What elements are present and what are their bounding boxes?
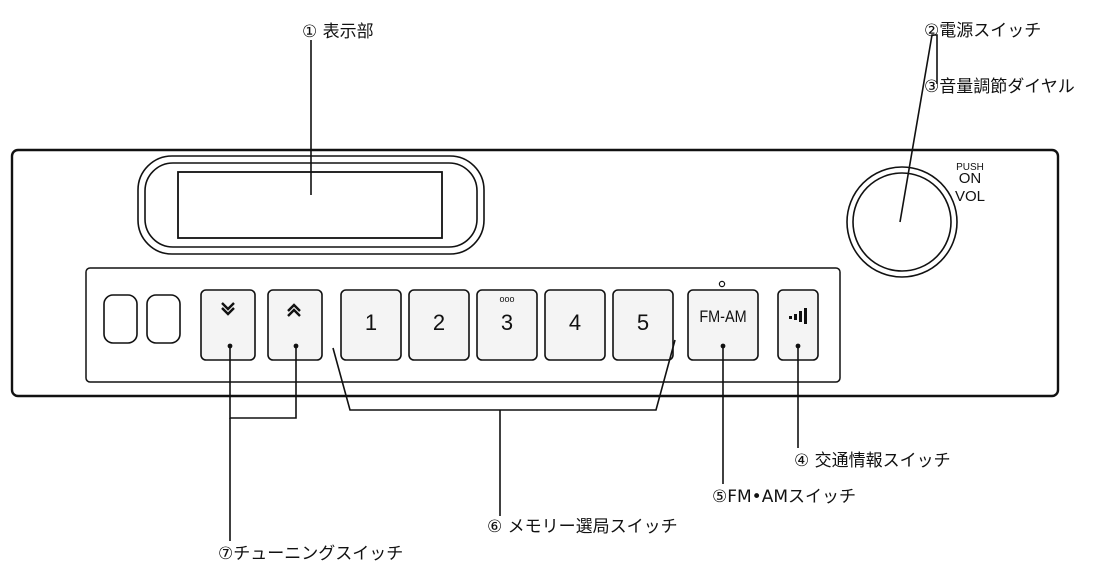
display-window (137, 155, 485, 255)
memory-bracket (332, 339, 676, 411)
preset-button-label: 3 (501, 310, 513, 335)
label-traffic-switch: ④ 交通情報スイッチ (794, 451, 951, 471)
preset-3-mark: ooo (499, 294, 514, 304)
knob-push-text: PUSH (956, 162, 984, 173)
blank-button-2[interactable] (146, 294, 181, 344)
chevron-down-icon-2 (221, 302, 235, 311)
fmam-button-label: FM-AM (699, 308, 746, 326)
label-tuning-switch: ⑦チューニングスイッチ (218, 544, 403, 564)
label-power-switch: ②電源スイッチ (924, 21, 1041, 41)
label-volume-dial: ③音量調節ダイヤル (924, 77, 1075, 97)
label-display: ① 表示部 (302, 22, 374, 42)
tune-up-button-label: ∧ (295, 351, 296, 353)
knob-on-text: ON (959, 170, 982, 187)
knob-vol-text: VOL (955, 188, 985, 205)
preset-button-label: 2 (433, 310, 445, 335)
traffic-button[interactable] (777, 289, 819, 361)
fmam-button[interactable]: FM-AM (687, 280, 759, 361)
preset-button-5[interactable]: 5 (612, 289, 674, 361)
volume-knob[interactable] (846, 166, 958, 278)
tune-down-button-label: ∨ (228, 351, 229, 353)
preset-button-3[interactable]: 3 ooo (476, 289, 538, 361)
signal-icon (789, 308, 807, 324)
chevron-up-icon-2 (287, 308, 301, 317)
preset-button-label: 4 (569, 310, 581, 335)
tune-down-button[interactable]: ∨ (200, 289, 256, 361)
preset-button-label: 5 (637, 310, 649, 335)
tuning-bracket (229, 346, 297, 419)
fmam-indicator (718, 280, 726, 288)
knob-leader (899, 34, 938, 223)
preset-button-label: 1 (365, 310, 377, 335)
preset-button-2[interactable]: 2 (408, 289, 470, 361)
label-fmam-switch: ⑤FM•AMスイッチ (712, 487, 856, 507)
leader-lines (229, 34, 938, 541)
chevron-up-icon (287, 303, 301, 312)
label-memory-switch: ⑥ メモリー選局スイッチ (487, 517, 678, 537)
tune-up-button[interactable]: ∧ (267, 289, 323, 361)
preset-button-4[interactable]: 4 (544, 289, 606, 361)
memory-preset-group: 1 2 3 ooo 4 5 (340, 289, 674, 361)
chevron-down-icon (221, 307, 235, 316)
blank-button-1[interactable] (103, 294, 138, 344)
preset-button-1[interactable]: 1 (340, 289, 402, 361)
